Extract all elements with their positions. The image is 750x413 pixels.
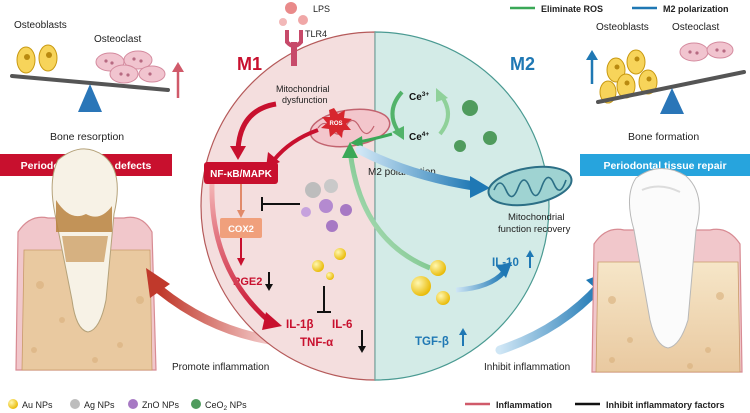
m1-label: M1 — [237, 54, 262, 74]
macrophage-circle — [200, 31, 550, 381]
m2-label: M2 — [510, 54, 535, 74]
left-osteoblasts-label: Osteoblasts — [14, 20, 67, 31]
legend-inhibit-factors: Inhibit inflammatory factors — [606, 400, 725, 410]
legend-eliminate-ros: Eliminate ROS — [541, 4, 603, 14]
zno-nanoparticles-inside — [301, 199, 352, 232]
healthy-mitochondria-icon — [487, 165, 573, 207]
ceo2-np-legend-icon — [191, 399, 201, 409]
legend-au: Au NPs — [22, 400, 53, 410]
ce4-label: Ce4+ — [409, 131, 429, 143]
ros-burst-icon — [321, 108, 352, 138]
lps-icon — [279, 2, 308, 26]
right-osteoclast-label: Osteoclast — [672, 22, 719, 33]
il10-up-arrow-icon — [526, 250, 534, 268]
diseased-tooth-icon — [15, 148, 157, 371]
mito-dysfunction-line1: Mitochondrial — [276, 84, 330, 94]
cytokines-down-arrow-icon — [358, 330, 366, 353]
m2-polarization-arrow — [355, 145, 490, 198]
ce-redox-cycle-arrows — [390, 88, 450, 140]
osteoblast-cluster-icon — [599, 49, 658, 104]
ros-label: ROS — [329, 121, 342, 127]
mito-dysfunction-line2: dysfunction — [282, 95, 328, 105]
periodontal-repair-text: Periodontal tissue repair — [603, 160, 726, 172]
nfkb-mapk-label: NF-κB/MAPK — [210, 169, 272, 180]
bone-formation-label: Bone formation — [628, 131, 699, 143]
au-nanoparticles-inside — [312, 248, 346, 280]
right-osteoblasts-label: Osteoblasts — [596, 22, 649, 33]
right-seesaw-group: Osteoblasts Osteoclast Bone formation — [586, 22, 746, 143]
au-to-il10-arrow — [455, 262, 512, 293]
healthy-tooth-icon — [591, 168, 743, 373]
left-seesaw-group: Osteoblasts Osteoclast Bone resorption — [10, 20, 184, 143]
tlr4-label: TLR4 — [305, 29, 327, 39]
il6-label: IL-6 — [332, 319, 352, 331]
zno-np-legend-icon — [128, 399, 138, 409]
tlr4-receptor-icon — [285, 30, 303, 66]
pge2-down-arrow-icon — [265, 272, 273, 291]
legend-m2-polarization: M2 polarization — [663, 4, 729, 14]
promote-inflammation-arrow — [146, 268, 275, 345]
au-np-legend-icon — [8, 399, 18, 409]
inhibit-inflammation-label: Inhibit inflammation — [484, 362, 570, 373]
cox2-label: COX2 — [228, 224, 254, 235]
mito-recovery-line1: Mitochondrial — [508, 212, 565, 223]
legend-inflammation: Inflammation — [496, 400, 552, 410]
top-legend: Eliminate ROS M2 polarization — [510, 4, 729, 14]
eliminate-ros-arrow — [342, 132, 431, 271]
il1b-label: IL-1β — [286, 319, 313, 331]
osteoblast-cell-icon — [16, 44, 58, 74]
tnfa-label: TNF-α — [300, 337, 333, 349]
tlr4-to-nfkb-arrow — [230, 101, 277, 160]
legend-ag: Ag NPs — [84, 400, 115, 410]
nfkb-mapk-box — [204, 162, 278, 184]
lps-label: LPS — [313, 4, 330, 14]
bone-resorption-label: Bone resorption — [50, 131, 124, 143]
right-seesaw-fulcrum — [660, 88, 684, 114]
nfkb-to-cytokines-arrow — [209, 183, 282, 330]
left-seesaw-fulcrum — [78, 84, 102, 112]
right-seesaw-beam — [596, 70, 746, 104]
nfkb-inhibition-line — [261, 197, 300, 211]
legend-ceo2: CeO2 NPs — [205, 400, 247, 412]
ag-np-legend-icon — [70, 399, 80, 409]
ceo2-nanoparticles-inside — [454, 100, 497, 152]
tgfb-label: TGF-β — [415, 336, 449, 348]
promote-inflammation-label: Promote inflammation — [172, 362, 269, 373]
cytokine-inhibition-line — [317, 286, 331, 313]
bottom-legend: Au NPs Ag NPs ZnO NPs CeO2 NPs Inflammat… — [8, 399, 725, 412]
mito-recovery-line2: function recovery — [498, 224, 571, 235]
il10-label: IL-10 — [492, 257, 519, 269]
cox2-box — [220, 218, 262, 238]
legend-zno: ZnO NPs — [142, 400, 180, 410]
left-osteoclast-label: Osteoclast — [94, 34, 141, 45]
right-osteoclast-icon — [679, 41, 734, 62]
tgfb-up-arrow-icon — [459, 328, 467, 346]
osteoclast-cell-icon — [95, 50, 166, 84]
periodontal-repair-banner: Periodontal tissue repair — [580, 154, 750, 176]
ce3-label: Ce3+ — [409, 91, 429, 103]
au-nanoparticles-m2 — [411, 260, 450, 305]
ag-nanoparticles-inside — [305, 179, 338, 198]
left-seesaw-beam — [10, 74, 170, 92]
